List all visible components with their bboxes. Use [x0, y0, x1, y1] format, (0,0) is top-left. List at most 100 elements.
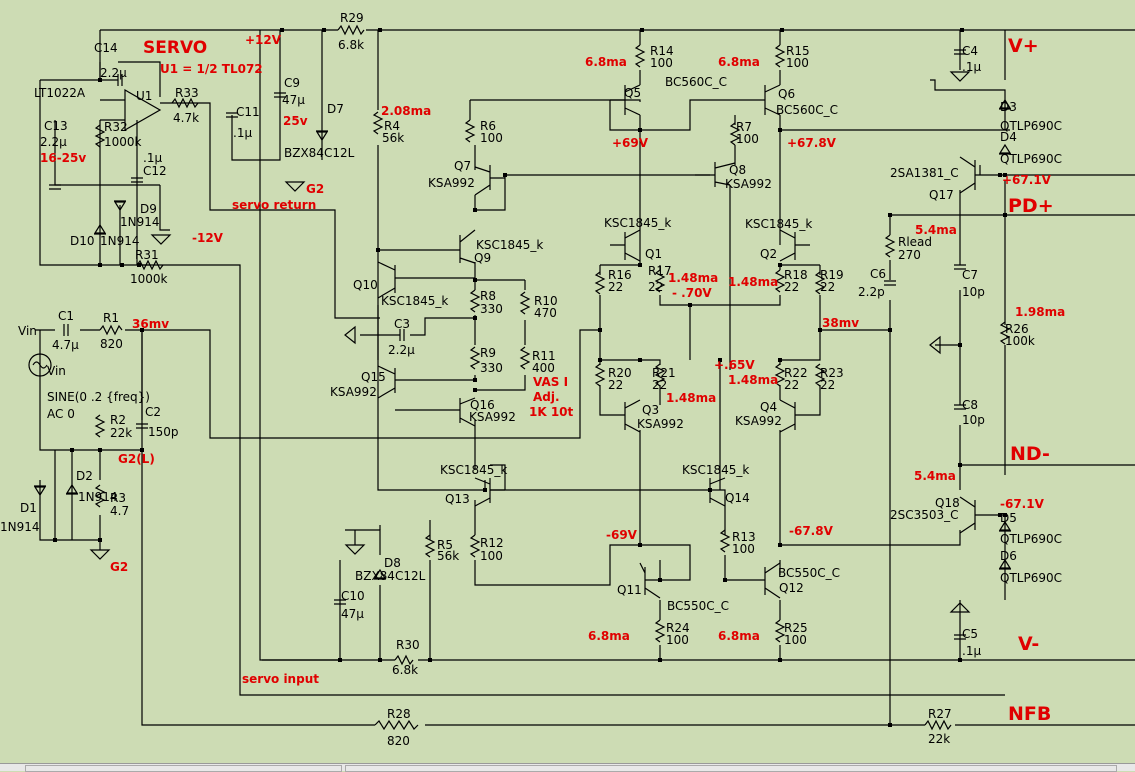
R14-resistor [634, 44, 646, 68]
C2-cap [136, 423, 148, 429]
component-value-r2: 22k [110, 426, 132, 440]
transistor-ref-q13: Q13 [445, 492, 470, 506]
transistor-part-q6: BC560C_C [776, 103, 838, 117]
R8-resistor [469, 289, 481, 313]
annot-plus67-1v: +67.1V [1002, 173, 1052, 187]
component-value-d9: 1N914 [120, 215, 160, 229]
annot-1-48ma-q3: 1.48ma [666, 391, 716, 405]
component-value-c11: .1µ [233, 126, 252, 140]
transistor-part-q2: KSC1845_k [745, 217, 812, 231]
C5-cap [954, 634, 966, 640]
rail-ndminus-label: ND- [1010, 443, 1050, 465]
component-value-c8: 10p [962, 413, 985, 427]
text-labels: V+ V- PD+ ND- NFB SERVO U1 = 1/2 TL072 L… [18, 33, 1054, 725]
annot-1-48ma-r22: 1.48ma [728, 373, 778, 387]
transistor-part-q7: KSA992 [428, 176, 475, 190]
annot-plus-0-65v: +.65V [714, 358, 755, 372]
component-ref-r24: R24 [666, 621, 690, 635]
R6-resistor [464, 119, 476, 143]
R22-resistor [774, 363, 786, 387]
component-ref-r9: R9 [480, 346, 496, 360]
transistor-ref-q17: Q17 [929, 188, 954, 202]
C4-cap [954, 49, 966, 55]
C11-cap [226, 112, 238, 118]
component-ref-d5: D5 [1000, 511, 1017, 525]
transistor-ref-q7: Q7 [454, 159, 471, 173]
component-value-r26: 100k [1005, 334, 1035, 348]
Q15-symbol [377, 365, 396, 399]
g2-top-label: G2 [306, 182, 324, 196]
transistor-part-q12: BC550C_C [778, 566, 840, 580]
R10-resistor [519, 291, 531, 315]
D3-diode [998, 98, 1012, 110]
component-value-c4: .1µ [962, 60, 981, 74]
component-value-r8: 330 [480, 302, 503, 316]
transistor-labels: Q1KSC1845_kQ2KSC1845_kQ3KSA992Q4KSA992Q5… [330, 75, 960, 613]
component-ref-r15: R15 [786, 44, 810, 58]
component-ref-r7: R7 [736, 120, 752, 134]
annot-vas-1k: 1K 10t [529, 405, 574, 419]
component-value-d4: QTLP690C [1000, 152, 1062, 166]
wires [35, 29, 1135, 726]
transistor-ref-q15: Q15 [361, 370, 386, 384]
Q4-symbol [779, 399, 800, 433]
component-value-r7: 100 [736, 132, 759, 146]
ground-c3 [344, 325, 356, 345]
component-value-r25: 100 [784, 633, 807, 647]
Q1-symbol [610, 229, 641, 262]
annot-1-48ma-r18: 1.48ma [728, 275, 778, 289]
v25a-label: 25v [283, 114, 308, 128]
component-value-c1: 4.7µ [52, 338, 79, 352]
component-ref-d3: D3 [1000, 100, 1017, 114]
annot-6-8ma-q11: 6.8ma [588, 629, 630, 643]
Q3-symbol [624, 399, 641, 433]
component-value-r27: 22k [928, 732, 950, 746]
ground-output [929, 335, 941, 355]
component-value-r15: 100 [786, 56, 809, 70]
rail-nfb-label: NFB [1008, 703, 1051, 725]
component-ref-r28: R28 [387, 707, 411, 721]
opamp-ref-label: U1 [136, 89, 152, 103]
component-ref-r20: R20 [608, 366, 632, 380]
R30-resistor [394, 654, 414, 666]
component-ref-r11: R11 [532, 349, 556, 363]
component-ref-c10: C10 [341, 589, 365, 603]
annot-5-4ma-top: 5.4ma [915, 223, 957, 237]
transistor-part-q5: BC560C_C [665, 75, 727, 89]
component-value-d2: 1N914 [78, 490, 118, 504]
transistor-ref-q4: Q4 [760, 400, 777, 414]
g2-bottom-label: G2 [110, 560, 128, 574]
component-ref-r23: R23 [820, 366, 844, 380]
component-value-d6: QTLP690C [1000, 571, 1062, 585]
component-ref-r16: R16 [608, 268, 632, 282]
component-value-c2: 150p [148, 425, 179, 439]
R15-resistor [774, 44, 786, 68]
vin-node-label: Vin [18, 324, 37, 338]
ground-c5 [949, 602, 971, 613]
annot-36mv: 36mv [132, 317, 169, 331]
R19-resistor [814, 271, 826, 295]
Q9-symbol [455, 229, 476, 264]
component-value-r30: 6.8k [392, 663, 418, 677]
servo-u1-note: U1 = 1/2 TL072 [160, 62, 263, 76]
R17-resistor [654, 269, 666, 293]
D4-diode [998, 143, 1012, 155]
R18-resistor [774, 269, 786, 293]
component-value-r32: 1000k [104, 135, 142, 149]
R13-resistor [719, 529, 731, 553]
annot-2-08ma: 2.08ma [381, 104, 431, 118]
component-ref-d2: D2 [76, 469, 93, 483]
U1-opamp [124, 88, 162, 132]
vin-sine-label: SINE(0 .2 {freq}) [47, 390, 150, 404]
component-value-r14: 100 [650, 56, 673, 70]
component-value-d1: 1N914 [0, 520, 40, 534]
component-value-c3: 2.2µ [388, 343, 415, 357]
annot-6-8ma-q5: 6.8ma [585, 55, 627, 69]
Q10-symbol [377, 261, 396, 299]
component-ref-d10: D10 [70, 234, 95, 248]
component-ref-d9: D9 [140, 202, 157, 216]
ground-c10 [344, 544, 366, 555]
annot-5-4ma-bottom: 5.4ma [914, 469, 956, 483]
component-value-r1: 820 [100, 337, 123, 351]
